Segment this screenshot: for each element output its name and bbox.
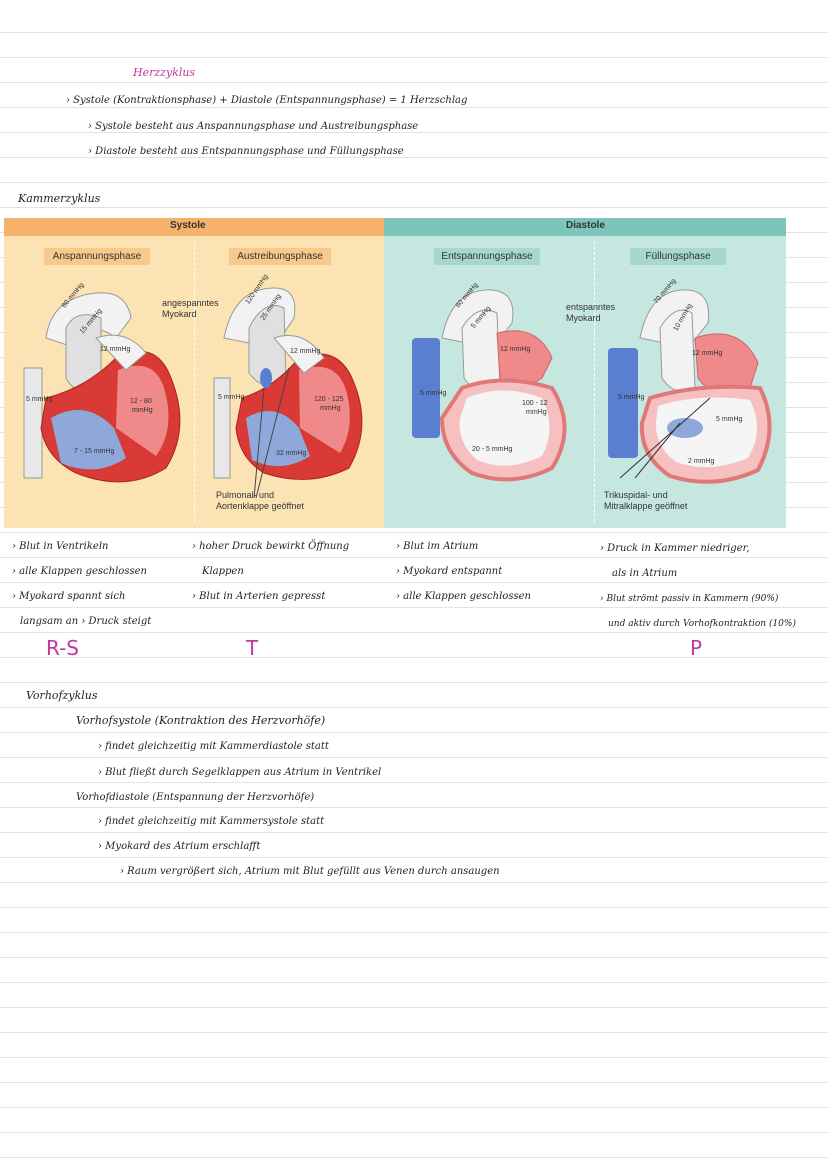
note-fuellung-4: und aktiv durch Vorhofkontraktion (10%) [608,619,796,629]
note-anspannung-1: › Blut in Ventrikeln [12,541,109,552]
note-fuellung-2: als in Atrium [612,568,678,579]
label-angespanntes-myokard: angespanntes [162,298,219,308]
pressure-label: 5 mmHg [716,416,743,423]
intro-line-3: › Diastole besteht aus Entspannungsphase… [88,146,404,157]
pressure-label: mmHg [320,405,341,412]
note-anspannung-3: › Myokard spannt sich [12,591,126,602]
phase-entspannung: Entspannungsphase [434,248,540,265]
label-angespanntes-myokard: Myokard [162,309,197,319]
pressure-label: 5 mmHg [420,390,447,397]
systole-label: Systole [170,220,206,231]
ecg-mark-rs: R-S [46,636,79,660]
section-title-vorhofzyklus: Vorhofzyklus [26,689,98,702]
vorhofsystole-item: › Blut fließt durch Segelklappen aus Atr… [98,767,382,778]
vorhofdiastole-detail: › Raum vergrößert sich, Atrium mit Blut … [120,866,500,877]
pressure-label: 12 - 80 [130,398,152,405]
label-segelklappen-geoeffnet: Trikuspidal- und [604,490,668,500]
pressure-label: 2 mmHg [688,458,715,465]
note-fuellung-3: › Blut strömt passiv in Kammern (90%) [600,594,779,604]
label-klappen-geoeffnet: Aortenklappe geöffnet [216,501,304,511]
intro-line-1: › Systole (Kontraktionsphase) + Diastole… [66,95,468,106]
ecg-mark-t: T [246,636,259,660]
vorhofdiastole-item: › findet gleichzeitig mit Kammersystole … [98,816,325,827]
section-title-kammerzyklus: Kammerzyklus [18,192,101,205]
pressure-label: 32 mmHg [276,450,307,457]
pressure-label: 5 mmHg [618,394,645,401]
vorhofdiastole-heading: Vorhofdiastole (Entspannung der Herzvorh… [76,792,315,803]
note-anspannung-4: langsam an › Druck steigt [20,616,152,627]
pressure-label: 120 - 125 [314,396,344,403]
pressure-label: 5 mmHg [218,394,245,401]
vorhofsystole-heading: Vorhofsystole (Kontraktion des Herzvorhö… [76,714,326,727]
heart-illustration-3 [412,289,567,482]
diastole-label: Diastole [566,220,605,231]
note-austreibung-1: › hoher Druck bewirkt Öffnung [192,541,350,552]
systole-header [4,218,384,236]
heart-illustration-4 [608,289,772,484]
pressure-label: 5 mmHg [26,396,53,403]
diastole-header [384,218,786,236]
note-entspannung-1: › Blut im Atrium [396,541,479,552]
note-anspannung-2: › alle Klappen geschlossen [12,566,147,577]
pressure-label: mmHg [526,409,547,416]
note-fuellung-1: › Druck in Kammer niedriger, [600,543,750,554]
pressure-label: 12 mmHg [290,348,321,355]
pressure-label: 12 mmHg [692,350,723,357]
pressure-label: 12 mmHg [100,346,131,353]
heart-illustration-2 [213,287,363,498]
label-entspanntes-myokard: entspanntes [566,302,616,312]
phase-divider [594,242,595,522]
note-austreibung-2: Klappen [202,566,244,577]
note-austreibung-3: › Blut in Arterien gepresst [192,591,326,602]
phase-anspannung: Anspannungsphase [44,248,150,265]
page-title: Herzzyklus [133,66,196,79]
pressure-label: 20 - 5 mmHg [472,446,513,453]
label-segelklappen-geoeffnet: Mitralklappe geöffnet [604,501,688,511]
pressure-label: mmHg [132,407,153,414]
pressure-label: 100 - 12 [522,400,548,407]
note-entspannung-2: › Myokard entspannt [396,566,503,577]
phase-divider [194,242,195,522]
vorhofsystole-item: › findet gleichzeitig mit Kammerdiastole… [98,741,329,752]
label-klappen-geoeffnet: Pulmonal- und [216,490,275,500]
note-entspannung-3: › alle Klappen geschlossen [396,591,531,602]
label-entspanntes-myokard: Myokard [566,313,601,323]
vorhofdiastole-item: › Myokard des Atrium erschlafft [98,841,261,852]
ecg-mark-p: P [690,636,703,660]
heart-illustration-1 [23,292,181,483]
pressure-label: 12 mmHg [500,346,531,353]
heart-cycle-figure: Systole Diastole Anspannungsphase Austre… [4,218,786,528]
intro-line-2: › Systole besteht aus Anspannungsphase u… [88,121,419,132]
pressure-label: 7 - 15 mmHg [74,448,115,455]
phase-fuellung: Füllungsphase [630,248,726,265]
phase-austreibung: Austreibungsphase [229,248,331,265]
